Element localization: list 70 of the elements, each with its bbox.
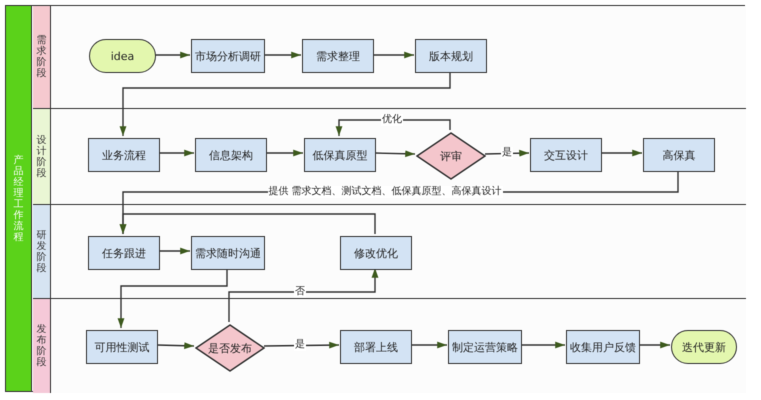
swimlane bbox=[33, 108, 746, 204]
terminal-box bbox=[671, 330, 737, 364]
process-box bbox=[191, 236, 265, 270]
process-box bbox=[415, 39, 487, 73]
connector-arrow bbox=[264, 342, 339, 349]
node-label: 低保真原型 bbox=[312, 148, 368, 162]
edge-label: 否 bbox=[294, 286, 306, 298]
process-box bbox=[88, 236, 160, 270]
decision-diamond bbox=[195, 324, 265, 372]
node-label: 任务跟进 bbox=[102, 246, 146, 260]
node-label: 制定运营策略 bbox=[452, 340, 518, 354]
node-label: 收集用户反馈 bbox=[570, 340, 636, 354]
connector-arrow bbox=[118, 268, 228, 328]
node-label: 修改优化 bbox=[354, 246, 398, 260]
process-box bbox=[643, 138, 715, 172]
lane-title: 设计阶段 bbox=[36, 134, 46, 178]
node-label: idea bbox=[110, 50, 134, 62]
connector-arrow bbox=[159, 248, 190, 254]
process-box bbox=[195, 138, 267, 172]
process-box bbox=[88, 138, 160, 172]
connector-arrow bbox=[155, 52, 190, 58]
node-label: 高保真 bbox=[662, 148, 696, 162]
edge-label: 优化 bbox=[381, 114, 403, 126]
node-label: 版本规划 bbox=[429, 48, 473, 64]
edge-label: 提供 需求文档、测试文档、低保真原型、高保真设计 bbox=[268, 186, 503, 198]
node-label: 可用性测试 bbox=[94, 340, 150, 354]
node-label: 信息架构 bbox=[209, 148, 253, 162]
connector-arrow bbox=[159, 150, 194, 156]
node-label: 交互设计 bbox=[544, 148, 588, 162]
connector-arrow bbox=[156, 342, 194, 350]
connector-arrow bbox=[228, 268, 378, 322]
process-box bbox=[340, 330, 412, 364]
terminal-box bbox=[89, 39, 156, 73]
process-box bbox=[302, 39, 374, 73]
connector-arrow bbox=[373, 52, 414, 58]
node-label: 是否发布 bbox=[208, 340, 252, 356]
process-box bbox=[566, 330, 640, 364]
connector-arrow bbox=[484, 150, 530, 157]
node-label: 需求随时沟通 bbox=[195, 246, 261, 260]
node-label: 需求整理 bbox=[316, 48, 360, 64]
connector-arrow bbox=[374, 150, 416, 158]
process-box bbox=[191, 39, 265, 73]
connector-arrow bbox=[336, 119, 451, 136]
node-label: 市场分析调研 bbox=[195, 48, 261, 64]
process-box bbox=[304, 138, 376, 172]
pool-title: 产品经理工作流程 bbox=[14, 154, 24, 242]
lane-title: 需求阶段 bbox=[36, 35, 46, 79]
swimlane bbox=[33, 204, 746, 298]
lane-title: 研发阶段 bbox=[36, 230, 46, 274]
connector-arrow bbox=[120, 72, 451, 136]
lane-title: 发布阶段 bbox=[36, 324, 46, 368]
node-label: 业务流程 bbox=[102, 148, 146, 162]
node-label: 部署上线 bbox=[354, 340, 398, 354]
connector-arrow bbox=[120, 213, 376, 234]
connector-arrow bbox=[264, 52, 301, 58]
connector-arrow bbox=[411, 342, 447, 348]
decision-diamond bbox=[416, 132, 486, 180]
connector-arrow bbox=[521, 342, 565, 348]
node-label: 迭代更新 bbox=[682, 340, 726, 354]
connector-arrow bbox=[601, 150, 642, 156]
process-box bbox=[530, 138, 602, 172]
process-box bbox=[340, 236, 412, 270]
process-box bbox=[448, 330, 522, 364]
connector-arrow bbox=[266, 150, 303, 156]
edge-label: 是 bbox=[294, 339, 306, 351]
process-box bbox=[86, 330, 158, 364]
swimlane bbox=[33, 6, 746, 108]
connector-arrow bbox=[639, 342, 670, 348]
node-label: 评审 bbox=[440, 148, 462, 164]
edge-label: 是 bbox=[501, 147, 513, 159]
